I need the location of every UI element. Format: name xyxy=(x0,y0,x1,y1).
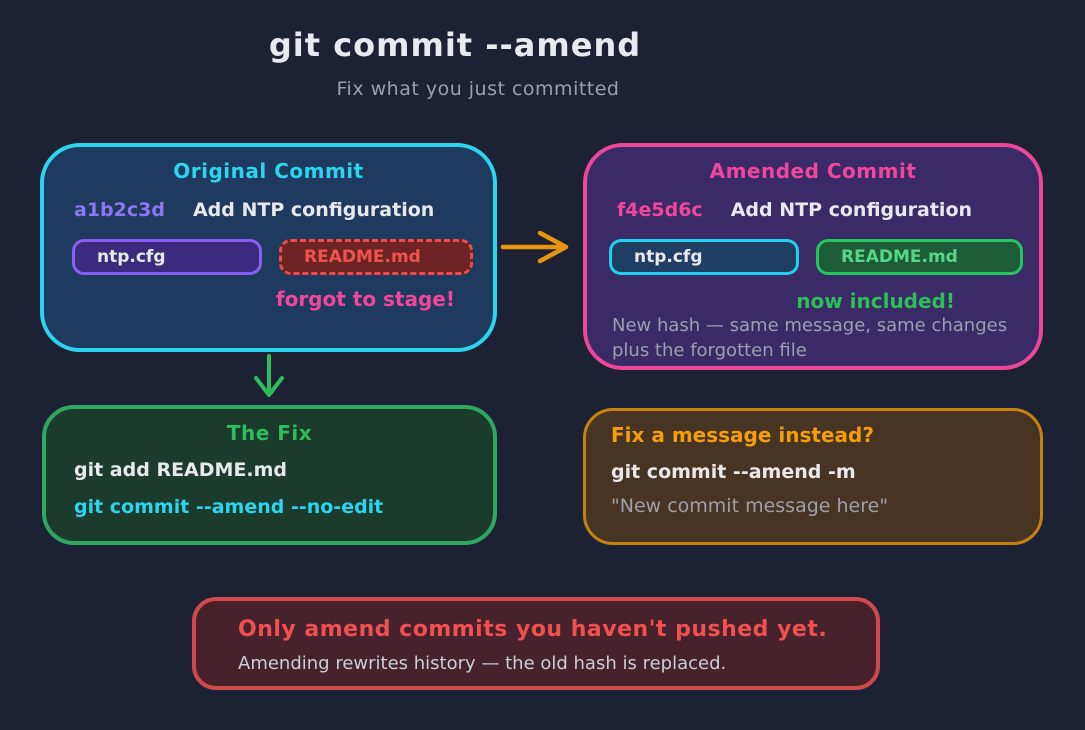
original-commit-hash: a1b2c3d xyxy=(74,199,165,221)
the-fix-title: The Fix xyxy=(226,421,313,445)
original-commit-box: Original Commit a1b2c3d Add NTP configura… xyxy=(40,143,497,352)
fix-command-add: git add README.md xyxy=(74,459,288,481)
fix-command-amend: git commit --amend --no-edit xyxy=(74,496,384,518)
amended-commit-hash-row: f4e5d6c Add NTP configuration xyxy=(617,199,972,221)
original-commit-title: Original Commit xyxy=(173,159,364,183)
original-commit-message: Add NTP configuration xyxy=(192,199,435,221)
file-chip-readme-included: README.md xyxy=(816,239,1023,275)
caption-line-2: plus the forgotten file xyxy=(612,340,807,361)
warning-box: Only amend commits you haven't pushed ye… xyxy=(192,597,880,690)
the-fix-box: The Fix git add README.md git commit --a… xyxy=(42,405,497,545)
amended-commit-box: Amended Commit f4e5d6c Add NTP configurat… xyxy=(583,143,1043,370)
page-title: git commit --amend xyxy=(268,26,642,64)
forgot-to-stage-note: forgot to stage! xyxy=(275,287,455,311)
amended-commit-title: Amended Commit xyxy=(709,159,917,183)
file-chip-ntp-cfg-amended: ntp.cfg xyxy=(609,239,799,275)
amended-commit-hash: f4e5d6c xyxy=(617,199,703,221)
fix-message-title: Fix a message instead? xyxy=(611,423,874,447)
original-commit-hash-row: a1b2c3d Add NTP configuration xyxy=(74,199,434,221)
fix-message-argument: "New commit message here" xyxy=(611,495,889,517)
amended-commit-caption: New hash — same message, same changes pl… xyxy=(612,313,1007,363)
fix-message-box: Fix a message instead? git commit --amen… xyxy=(583,408,1043,545)
right-arrow-icon xyxy=(500,230,569,264)
warning-title: Only amend commits you haven't pushed ye… xyxy=(238,617,828,642)
caption-line-1: New hash — same message, same changes xyxy=(612,315,1008,336)
warning-subtitle: Amending rewrites history — the old hash… xyxy=(238,653,727,674)
down-arrow-icon xyxy=(254,354,284,397)
file-chip-ntp-cfg: ntp.cfg xyxy=(72,239,262,275)
amended-commit-message: Add NTP configuration xyxy=(730,199,973,221)
now-included-note: now included! xyxy=(796,289,955,313)
file-chip-readme-unstaged: README.md xyxy=(279,239,473,275)
page-subtitle: Fix what you just committed xyxy=(336,78,620,100)
fix-message-command: git commit --amend -m xyxy=(611,461,856,483)
